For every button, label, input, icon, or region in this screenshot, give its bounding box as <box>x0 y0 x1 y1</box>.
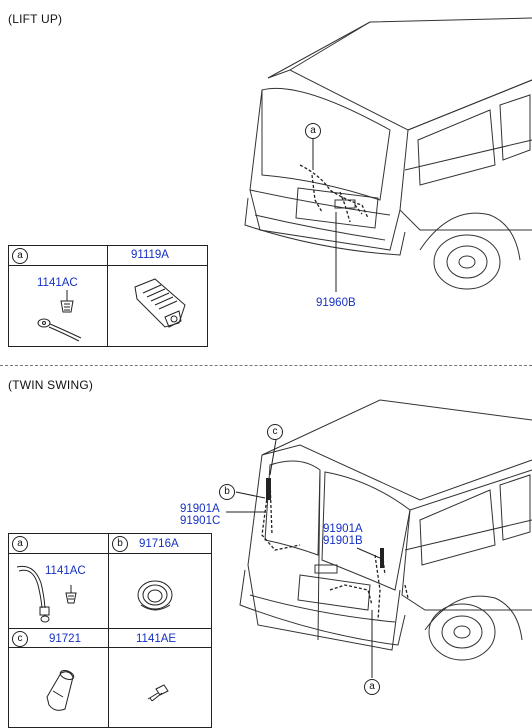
part-label-1141ae: 1141AE <box>136 633 177 645</box>
table-marker-a: a <box>12 248 28 264</box>
table-divider <box>107 246 108 346</box>
table-header <box>9 246 207 266</box>
table-divider-v <box>108 534 109 727</box>
table-marker-a: a <box>12 536 28 552</box>
part-label-91901a-right: 91901A <box>323 523 363 535</box>
callout-a-lift-up: a <box>305 123 321 139</box>
callout-a-twin-swing: a <box>364 679 380 695</box>
cap-91721-icon <box>46 670 75 711</box>
bolt-ground-wire-icon <box>37 290 82 342</box>
table-marker-b: b <box>112 536 128 552</box>
parts-table-twin-swing: a b 91716A 1141AC c 91721 1141AE <box>8 533 212 728</box>
table-divider-h2 <box>9 628 211 629</box>
part-label-91716a: 91716A <box>139 538 179 550</box>
callout-b-twin-swing: b <box>219 484 235 500</box>
part-label-91721: 91721 <box>49 633 81 645</box>
section-title-lift-up: (LIFT UP) <box>8 12 63 26</box>
bolt-1141ae-icon <box>147 684 169 702</box>
part-label-91119a: 91119A <box>131 249 169 261</box>
grommet-91716a-icon <box>137 580 173 611</box>
part-label-91901c: 91901C <box>180 515 221 527</box>
part-label-1141ac-twin: 1141AC <box>45 565 86 577</box>
grommet-91119a-icon <box>134 278 186 328</box>
van-rear-twin-swing-drawing <box>226 399 532 678</box>
part-label-91960b: 91960B <box>316 297 356 309</box>
section-divider <box>0 365 532 366</box>
table-divider-h1 <box>9 553 211 554</box>
van-rear-lift-up-drawing <box>244 17 532 292</box>
part-label-1141ac: 1141AC <box>37 277 78 289</box>
part-label-91901b: 91901B <box>323 535 363 547</box>
table-divider-h3 <box>9 647 211 648</box>
section-title-twin-swing: (TWIN SWING) <box>8 378 94 392</box>
table-marker-c: c <box>12 631 28 647</box>
part-label-91901a-left: 91901A <box>180 503 220 515</box>
ground-wire-bolt-icon <box>16 565 77 623</box>
callout-c-twin-swing: c <box>267 424 283 440</box>
parts-table-lift-up: a 91119A 1141AC <box>8 245 208 347</box>
